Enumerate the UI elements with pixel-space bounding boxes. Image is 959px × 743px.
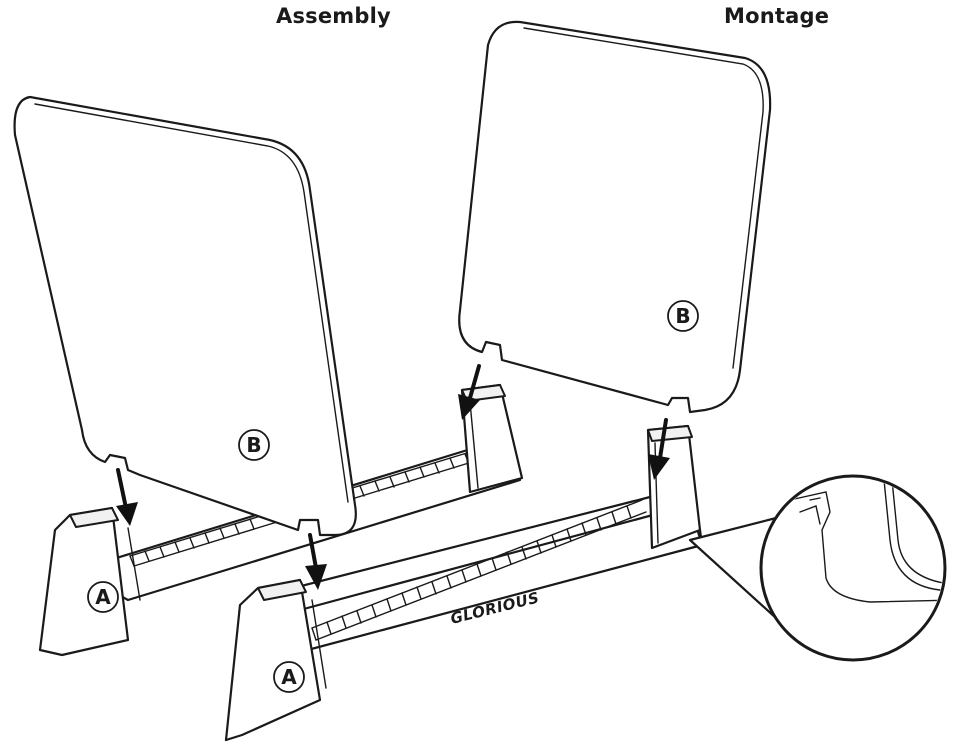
arrow-down-icon: [305, 533, 327, 590]
heading-montage: Montage: [724, 4, 830, 28]
base-label-a-back: A: [87, 581, 119, 613]
panel-label-b-back: B: [238, 429, 270, 461]
svg-text:A: A: [281, 665, 297, 689]
heading-assembly: Assembly: [276, 4, 391, 28]
base-label-a-front: A: [273, 661, 305, 693]
svg-text:A: A: [95, 585, 111, 609]
magnifier-callout-icon: [688, 474, 947, 662]
arrow-down-icon: [458, 364, 481, 420]
arrow-down-icon: [648, 418, 670, 480]
svg-text:B: B: [246, 433, 261, 457]
front-rack: [311, 499, 647, 641]
back-panel: B: [13, 95, 357, 537]
panel-label-b-upper: B: [667, 300, 699, 332]
arrow-down-icon: [116, 468, 138, 526]
svg-text:B: B: [675, 304, 690, 328]
upper-panel: B: [458, 20, 772, 414]
